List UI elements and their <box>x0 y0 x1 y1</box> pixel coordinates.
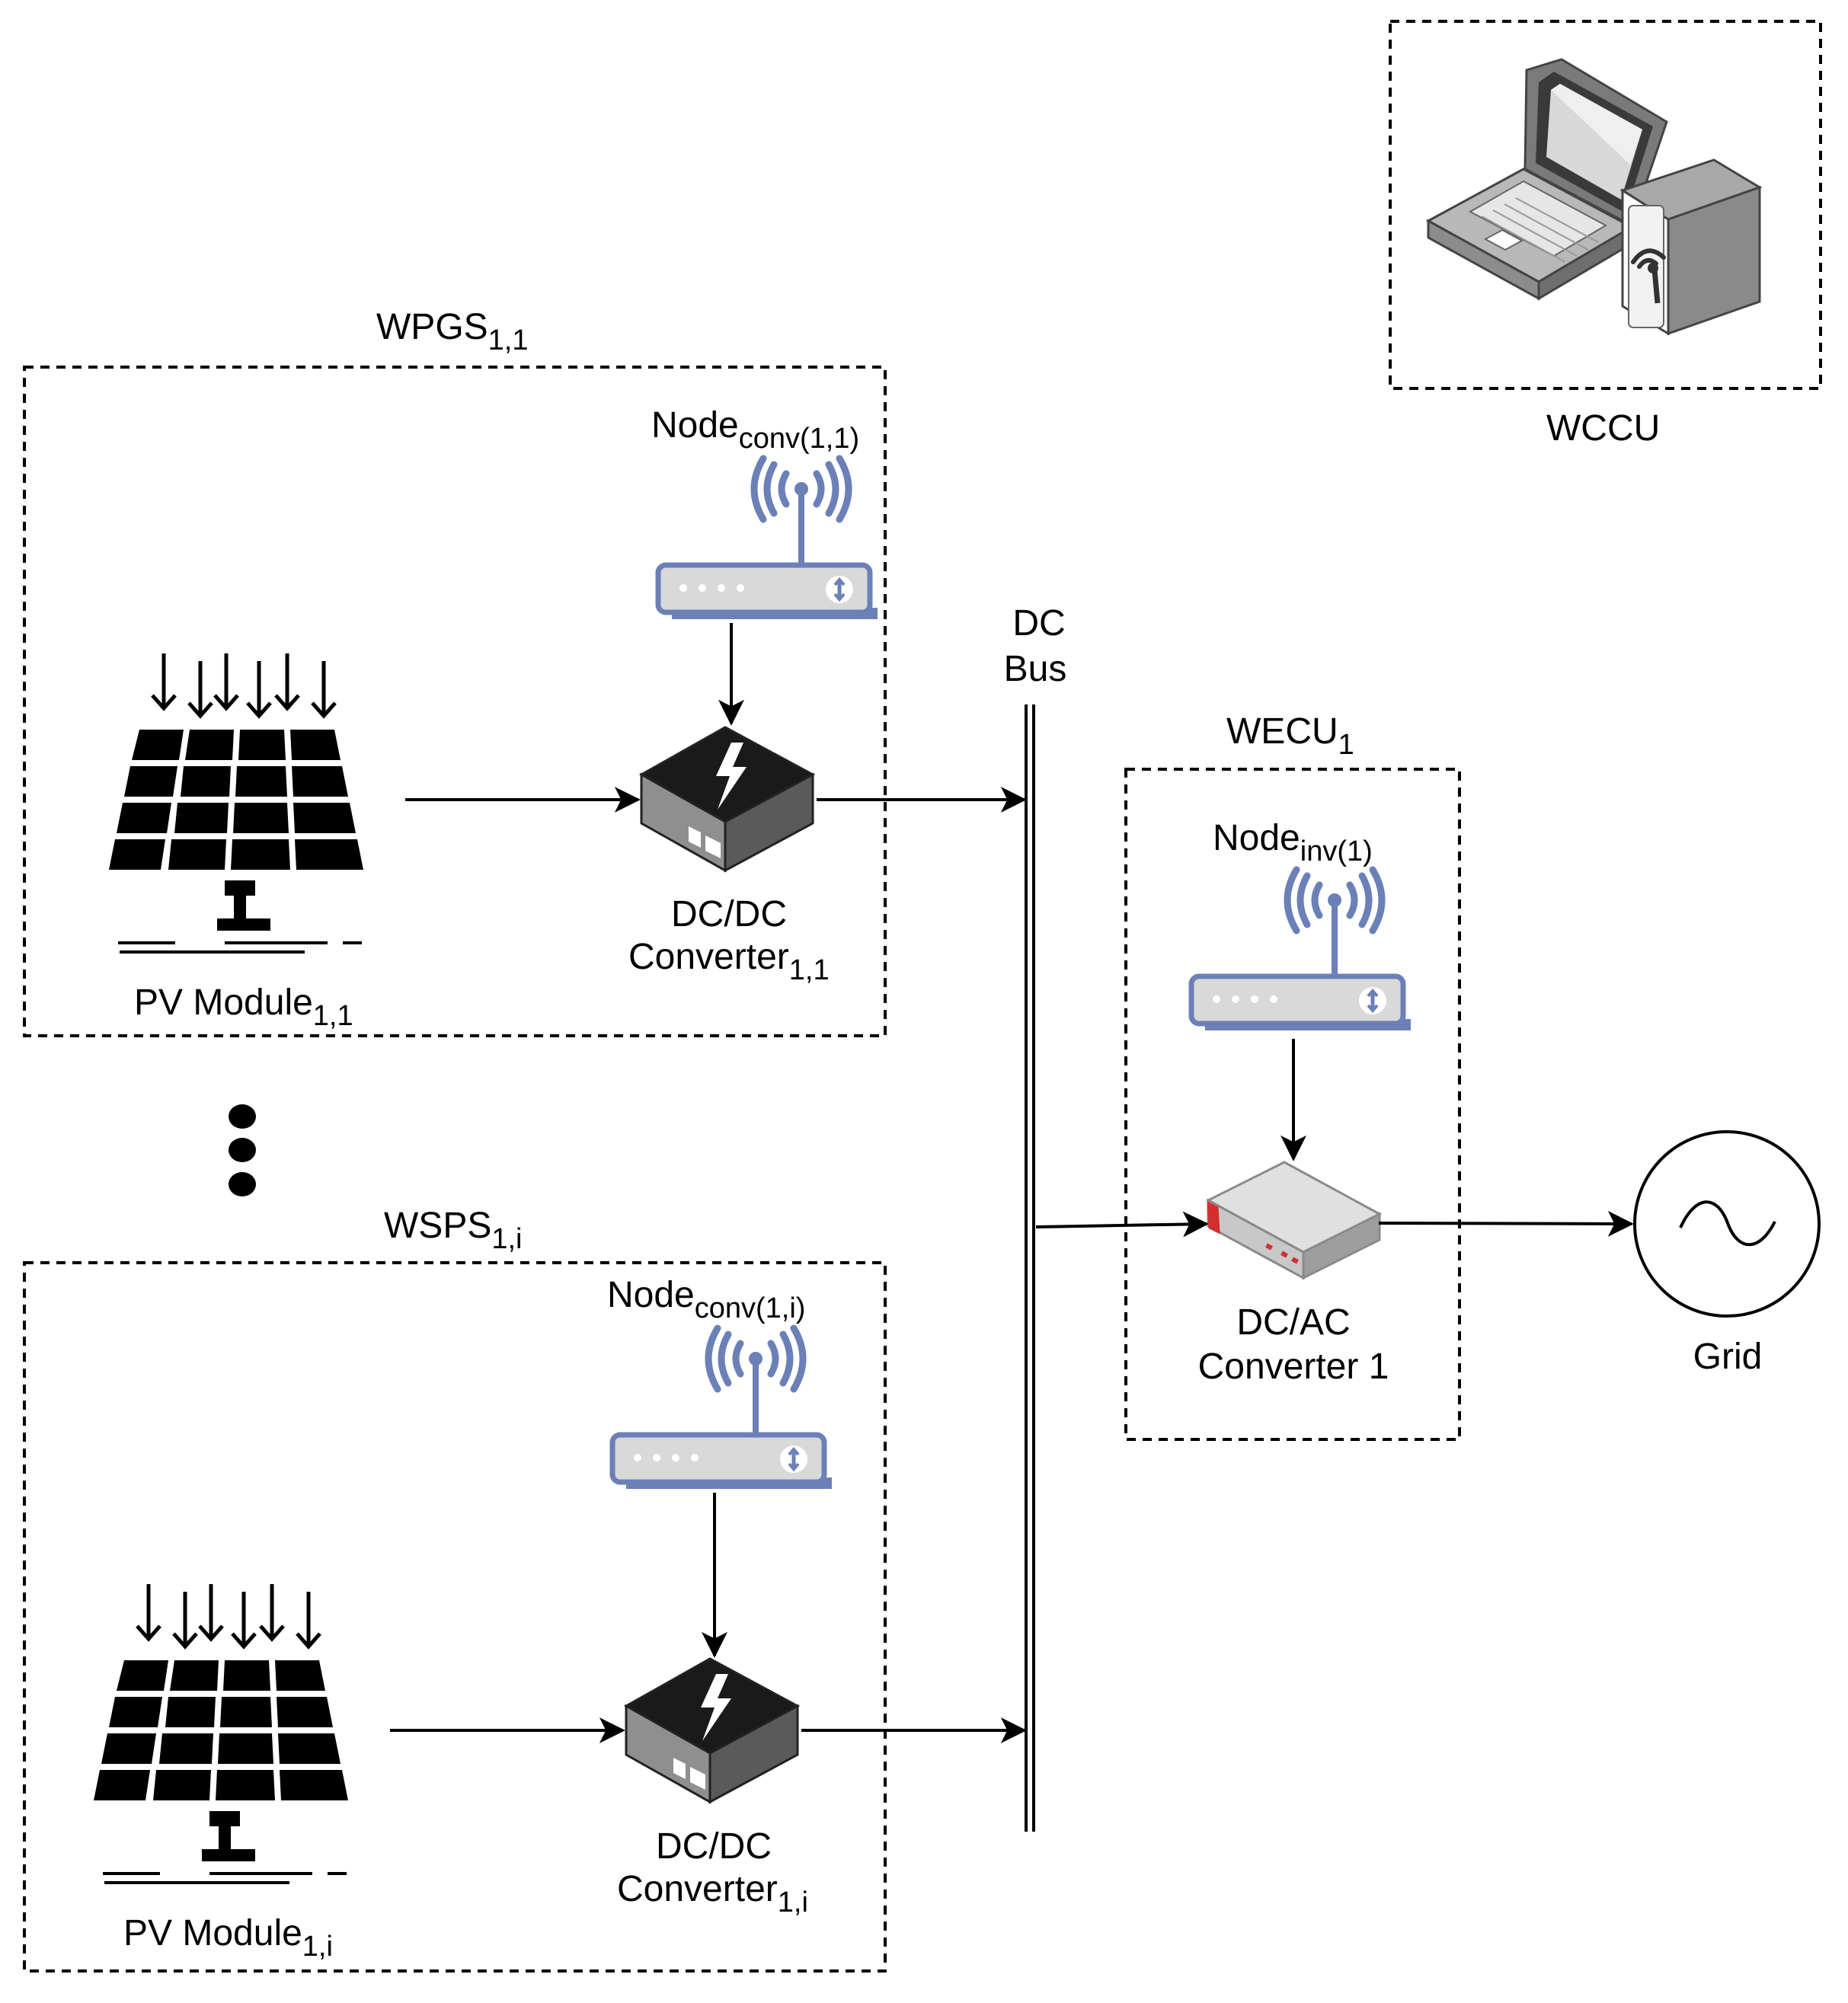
wsps-box <box>23 1261 887 1973</box>
wecu-box <box>1124 768 1461 1441</box>
dcdc-converter-1-1-line1: DC/DC <box>671 894 787 934</box>
dcdc-converter-1-i-line1: DC/DC <box>656 1826 772 1867</box>
wpgs-label: WPGS1,1 <box>376 307 529 356</box>
arrow-bus-to-dcac <box>1035 1211 1209 1238</box>
grid-label: Grid <box>1693 1337 1763 1377</box>
laptop-icon <box>1425 58 1668 301</box>
pv-module-1-1-label: PV Module1,1 <box>134 982 353 1032</box>
ellipsis-dots <box>229 1104 256 1196</box>
dcdc-converter-1-i-line2: Converter1,i <box>617 1869 808 1918</box>
wccu-box <box>1389 20 1822 390</box>
node-conv-1-1-label: Nodeconv(1,1) <box>651 405 859 455</box>
dcdc-converter-1-1-line2: Converter1,1 <box>628 937 830 986</box>
ac-sine-icon <box>1679 1200 1776 1247</box>
wpgs-box <box>23 366 887 1037</box>
wsps-label: WSPS1,i <box>384 1206 523 1255</box>
pv-module-icon <box>109 653 363 952</box>
wireless-router-icon <box>612 1328 832 1489</box>
dcac-inverter-icon <box>1207 1161 1381 1279</box>
dcdc-converter-icon <box>640 726 814 872</box>
wccu-label: WCCU <box>1546 408 1660 449</box>
wireless-router-icon <box>658 458 878 619</box>
dc-bus-label-line1: DC <box>1012 603 1065 644</box>
node-inv-1-label: Nodeinv(1) <box>1213 818 1373 867</box>
wecu-label: WECU1 <box>1226 711 1354 761</box>
dcac-converter-line1: DC/AC <box>1236 1302 1350 1343</box>
wireless-router-icon <box>1191 870 1411 1030</box>
dcdc-converter-icon <box>625 1657 799 1803</box>
node-conv-1-i-label: Nodeconv(1,i) <box>607 1275 805 1324</box>
arrow-dcac-to-grid <box>1378 1210 1634 1237</box>
grid-ac-source-icon <box>1633 1130 1821 1318</box>
dcac-converter-line2: Converter 1 <box>1198 1347 1389 1387</box>
wireless-server-icon <box>1619 158 1763 336</box>
pv-module-1-i-label: PV Module1,i <box>123 1913 333 1963</box>
dc-bus-label-line2: Bus <box>1004 649 1067 689</box>
pv-module-icon <box>94 1584 348 1883</box>
